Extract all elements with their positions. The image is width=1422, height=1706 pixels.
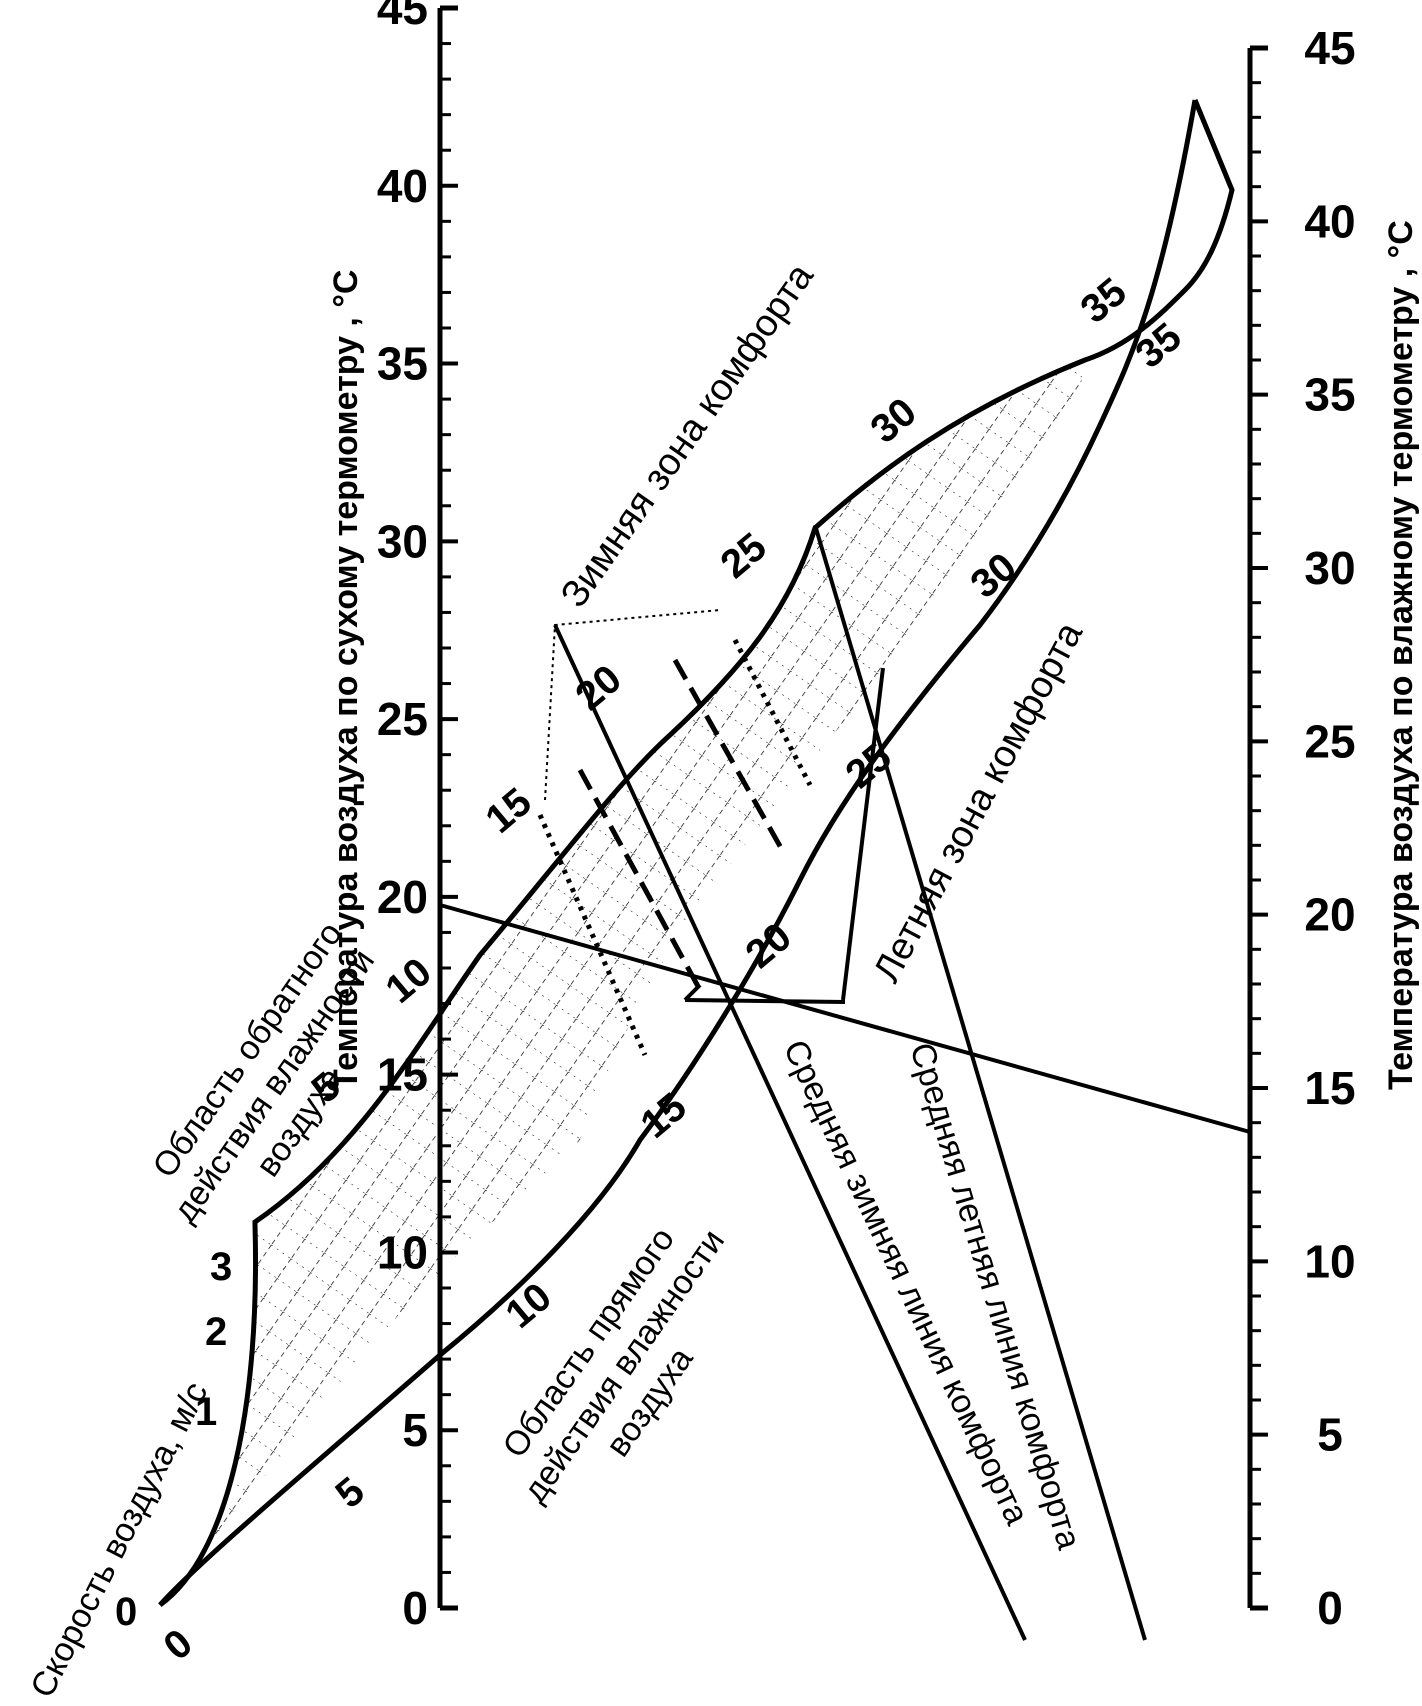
right_ticks-tick-label: 30 [1304,542,1355,594]
left_ticks-tick-label: 30 [377,515,428,567]
lower-label-35: 35 [1128,315,1190,377]
right_ticks-tick-label: 10 [1304,1235,1355,1287]
speed-label-2: 2 [205,1310,227,1354]
direct-humidity-region-label: Область прямого действия влажности возду… [495,1221,732,1509]
right_ticks-tick-label: 25 [1304,715,1355,767]
right_ticks-tick-label: 20 [1304,889,1355,941]
upper-label-35: 35 [1073,270,1135,332]
speed-axis-line [439,903,1251,1134]
left_ticks-tick-label: 35 [377,338,428,390]
winter-dashed-2 [672,658,788,857]
upper-label-25: 25 [713,525,775,587]
wet-bulb-axis-title: Температура воздуха по влажному термомет… [1382,220,1420,1090]
right_ticks-tick-label: 5 [1317,1409,1343,1461]
winter-zone-dotted-outline [544,609,721,801]
lower-label-25: 25 [838,735,900,797]
summer-comfort-zone-label: Летняя зона комфорта [866,615,1092,989]
left_ticks-tick-label: 45 [377,0,428,34]
right_ticks-tick-label: 35 [1304,369,1355,421]
lower-boundary-curve [158,99,1198,1607]
speed-scale: 0 1 2 3 Скорость воздуха, м/с [23,1245,232,1704]
left_ticks-tick-label: 5 [402,1404,428,1456]
zone-base-line [684,998,846,1004]
right_ticks-tick-label: 15 [1304,1062,1355,1114]
summer-zone-edge [841,667,885,1001]
dry-bulb-minor-ticks [440,6,458,1610]
lower-curve-labels: 5 10 15 20 25 30 35 [328,315,1190,1517]
upper-label-20: 20 [568,657,630,719]
upper-label-10: 10 [378,950,440,1012]
winter-dashed-1 [577,768,703,992]
left_ticks-tick-label: 0 [402,1582,428,1634]
lower-label-30: 30 [963,545,1025,607]
left_ticks-tick-label: 20 [377,871,428,923]
winter-mean-comfort-line [553,624,1027,1641]
hatched-field [160,360,1085,1605]
wet-bulb-axis: 0 5 10 15 20 25 30 35 40 45 [1247,22,1356,1634]
wet-bulb-tick-labels: 0 5 10 15 20 25 30 35 40 45 [1304,22,1355,1634]
zone-side-line [683,983,702,1002]
winter-dotted-2 [732,638,813,787]
summer-mean-comfort-line [813,524,1147,1641]
wet-bulb-minor-ticks [1250,46,1268,1610]
lower-label-10: 10 [498,1275,560,1337]
lower-label-20: 20 [738,915,800,977]
upper-label-0: 0 [156,1621,201,1669]
left_ticks-tick-label: 25 [377,693,428,745]
dry-bulb-axis-title: Температура воздуха по сухому термометру… [327,270,365,1090]
nomogram-lines [439,524,1251,1641]
right_ticks-tick-label: 45 [1304,22,1355,74]
speed-label-3: 3 [210,1245,232,1289]
left_ticks-tick-label: 10 [377,1226,428,1278]
upper-label-15: 15 [478,780,540,842]
right_ticks-tick-label: 40 [1304,195,1355,247]
lower-label-5: 5 [328,1469,373,1517]
right_ticks-tick-label: 0 [1317,1582,1343,1634]
upper-boundary-curve [158,99,1235,1608]
speed-label-1: 1 [195,1390,217,1434]
winter-comfort-zone-label: Зимняя зона комфорта [553,255,822,615]
left_ticks-tick-label: 40 [377,160,428,212]
speed-label-0: 0 [115,1590,137,1634]
upper-label-30: 30 [863,390,925,452]
winter-dotted-1 [537,813,648,1057]
comfort-curves [158,99,1235,1608]
